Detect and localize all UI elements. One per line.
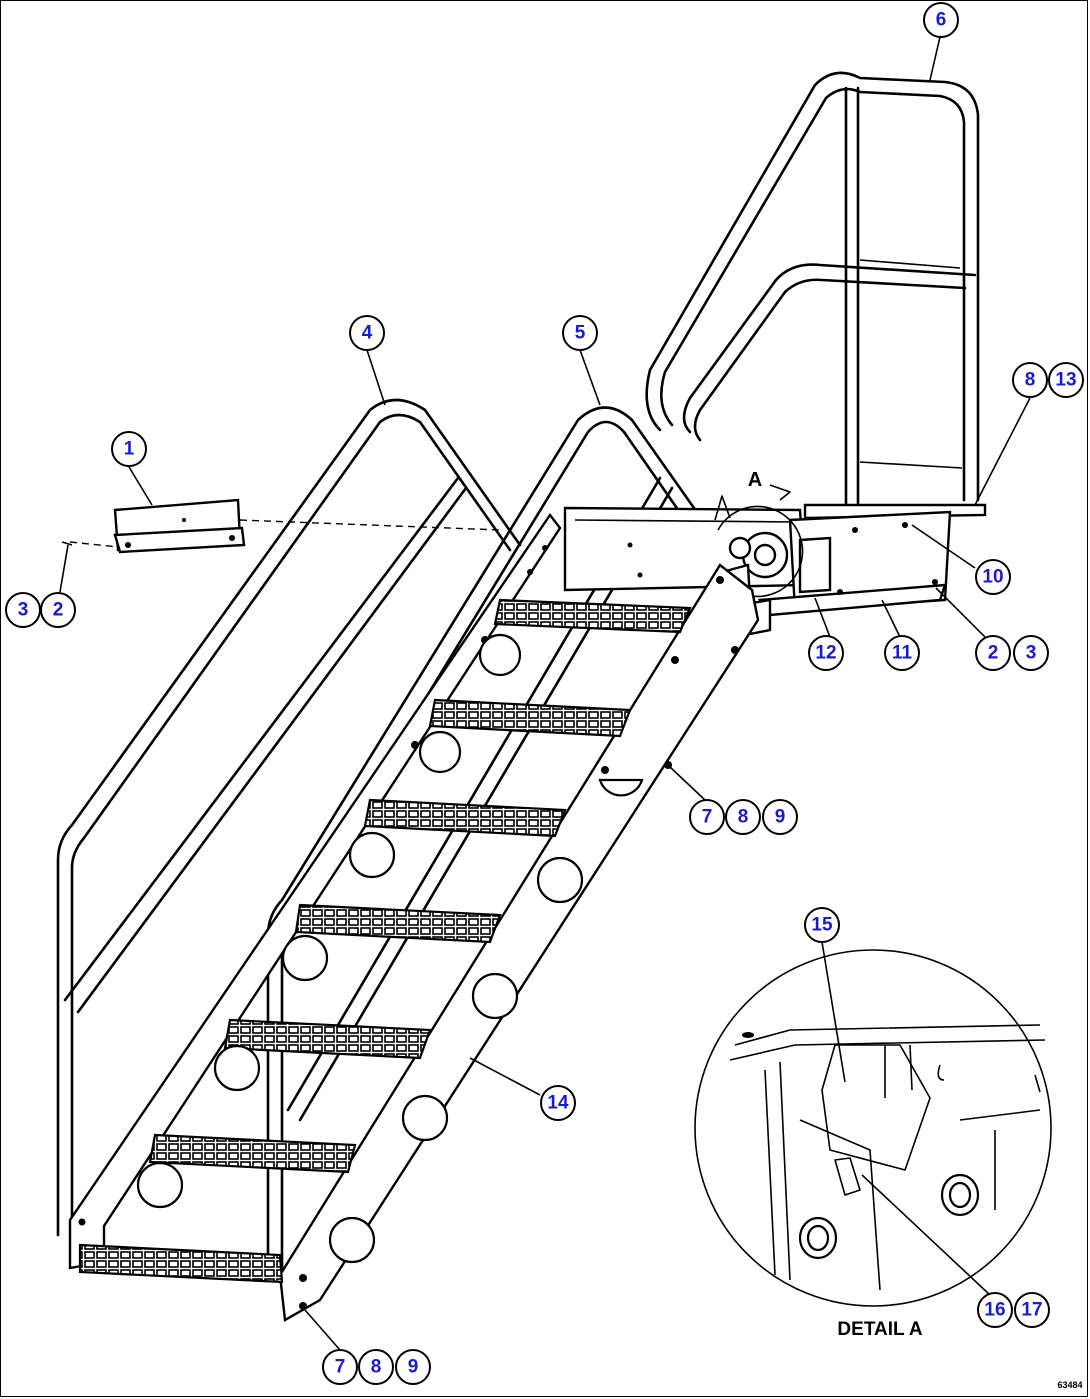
callout-15: 15 bbox=[804, 907, 840, 943]
callout-7-bottom: 7 bbox=[322, 1349, 358, 1385]
svg-text:3: 3 bbox=[1026, 643, 1037, 664]
svg-text:2: 2 bbox=[53, 600, 64, 621]
svg-text:14: 14 bbox=[547, 1093, 569, 1114]
callout-13: 13 bbox=[1048, 362, 1084, 398]
callout-1: 1 bbox=[111, 431, 147, 467]
svg-text:7: 7 bbox=[335, 1357, 346, 1378]
svg-text:10: 10 bbox=[982, 567, 1003, 588]
callouts: 1 3 2 4 5 6 8 13 10 12 11 2 3 7 8 9 15 1… bbox=[5, 2, 1084, 1385]
svg-text:9: 9 bbox=[775, 807, 786, 828]
callout-7-mid: 7 bbox=[689, 799, 725, 835]
callout-16: 16 bbox=[977, 1292, 1013, 1328]
svg-text:3: 3 bbox=[18, 600, 29, 621]
callout-10: 10 bbox=[975, 559, 1011, 595]
callout-9-bottom: 9 bbox=[395, 1349, 431, 1385]
callout-6: 6 bbox=[923, 2, 959, 38]
leader-lines bbox=[59, 36, 1031, 1351]
callout-12: 12 bbox=[808, 635, 844, 671]
mounting-bracket-part-1 bbox=[61, 498, 501, 554]
svg-text:8: 8 bbox=[371, 1357, 382, 1378]
callout-2-left: 2 bbox=[40, 592, 76, 628]
svg-text:9: 9 bbox=[408, 1357, 419, 1378]
right-stringer bbox=[278, 563, 760, 1322]
callout-17: 17 bbox=[1014, 1292, 1050, 1328]
svg-text:1: 1 bbox=[124, 439, 135, 460]
callout-2-right: 2 bbox=[975, 635, 1011, 671]
stair-treads bbox=[78, 598, 692, 1284]
detail-a-label: DETAIL A bbox=[837, 1319, 922, 1340]
callout-3-left: 3 bbox=[5, 592, 41, 628]
svg-text:2: 2 bbox=[988, 643, 999, 664]
svg-text:12: 12 bbox=[815, 643, 836, 664]
callout-14: 14 bbox=[540, 1085, 576, 1121]
svg-text:11: 11 bbox=[892, 643, 913, 664]
detail-a-inset: DETAIL A bbox=[694, 949, 1052, 1340]
callout-9-mid: 9 bbox=[762, 799, 798, 835]
callout-5: 5 bbox=[562, 315, 598, 351]
svg-text:8: 8 bbox=[738, 807, 749, 828]
svg-text:15: 15 bbox=[811, 915, 833, 936]
callout-8-mid: 8 bbox=[725, 799, 761, 835]
callout-8-bottom: 8 bbox=[358, 1349, 394, 1385]
callout-8-top: 8 bbox=[1012, 362, 1048, 398]
svg-text:5: 5 bbox=[575, 323, 586, 344]
callout-11: 11 bbox=[884, 635, 920, 671]
top-handrail bbox=[645, 71, 980, 512]
view-marker-label: A bbox=[748, 469, 762, 491]
left-handrail bbox=[56, 398, 522, 1237]
svg-text:4: 4 bbox=[362, 323, 373, 344]
svg-text:17: 17 bbox=[1021, 1300, 1042, 1321]
svg-text:16: 16 bbox=[984, 1300, 1005, 1321]
callout-4: 4 bbox=[349, 315, 385, 351]
svg-text:8: 8 bbox=[1025, 370, 1036, 391]
callout-3-right: 3 bbox=[1013, 635, 1049, 671]
svg-text:7: 7 bbox=[702, 807, 713, 828]
figure-code: 63484 bbox=[1057, 1380, 1082, 1390]
svg-text:6: 6 bbox=[936, 10, 947, 31]
svg-text:13: 13 bbox=[1055, 370, 1076, 391]
